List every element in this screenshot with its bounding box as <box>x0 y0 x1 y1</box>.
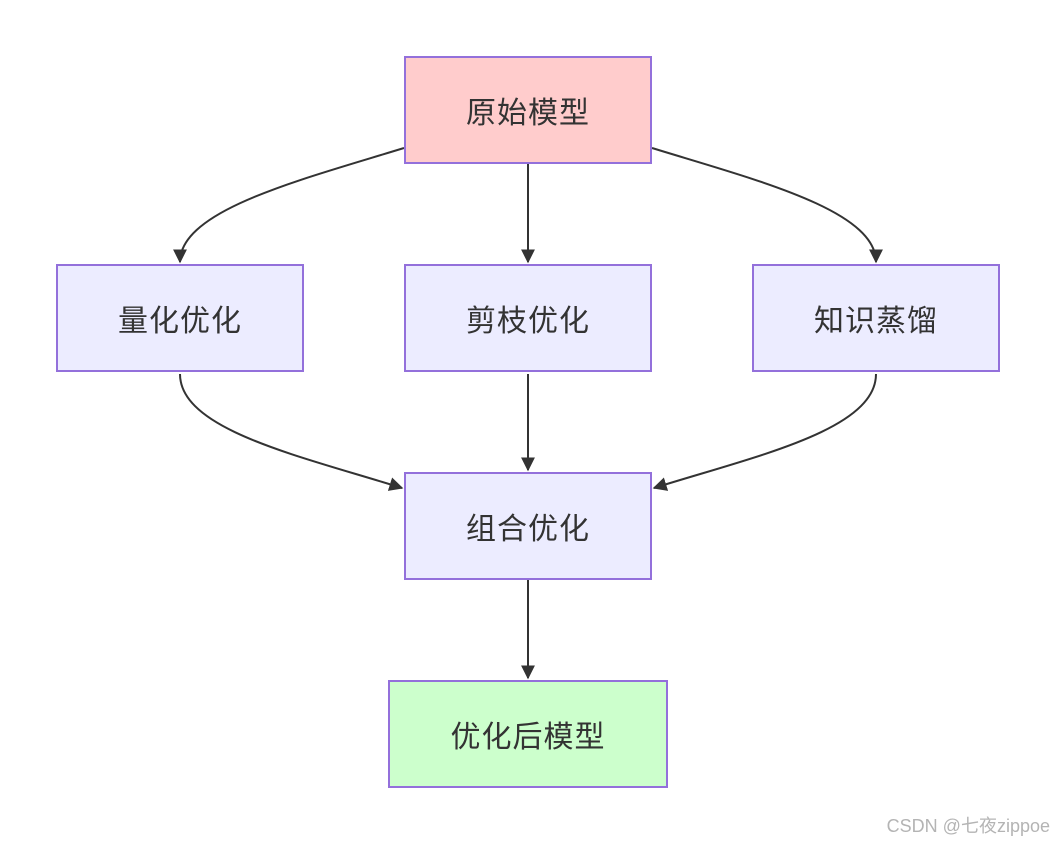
node-combined-label: 组合优化 <box>466 512 590 547</box>
node-quantization-label: 量化优化 <box>118 304 242 339</box>
node-quantization: 量化优化 <box>56 264 304 372</box>
node-optimized-model: 优化后模型 <box>388 680 668 788</box>
node-pruning: 剪枝优化 <box>404 264 652 372</box>
edge-quant-to-combine <box>179 373 404 491</box>
edge-original-to-quant <box>173 147 405 264</box>
edge-original-to-distill <box>651 147 883 264</box>
node-distillation: 知识蒸馏 <box>752 264 1000 372</box>
node-combined: 组合优化 <box>404 472 652 580</box>
watermark: CSDN @七夜zippoe <box>886 816 1050 836</box>
edge-distill-to-combine <box>652 373 877 491</box>
node-pruning-label: 剪枝优化 <box>466 304 590 339</box>
node-optimized-model-label: 优化后模型 <box>450 720 606 755</box>
node-original-model-label: 原始模型 <box>466 96 590 131</box>
node-original-model: 原始模型 <box>404 56 652 164</box>
node-distillation-label: 知识蒸馏 <box>814 304 938 339</box>
